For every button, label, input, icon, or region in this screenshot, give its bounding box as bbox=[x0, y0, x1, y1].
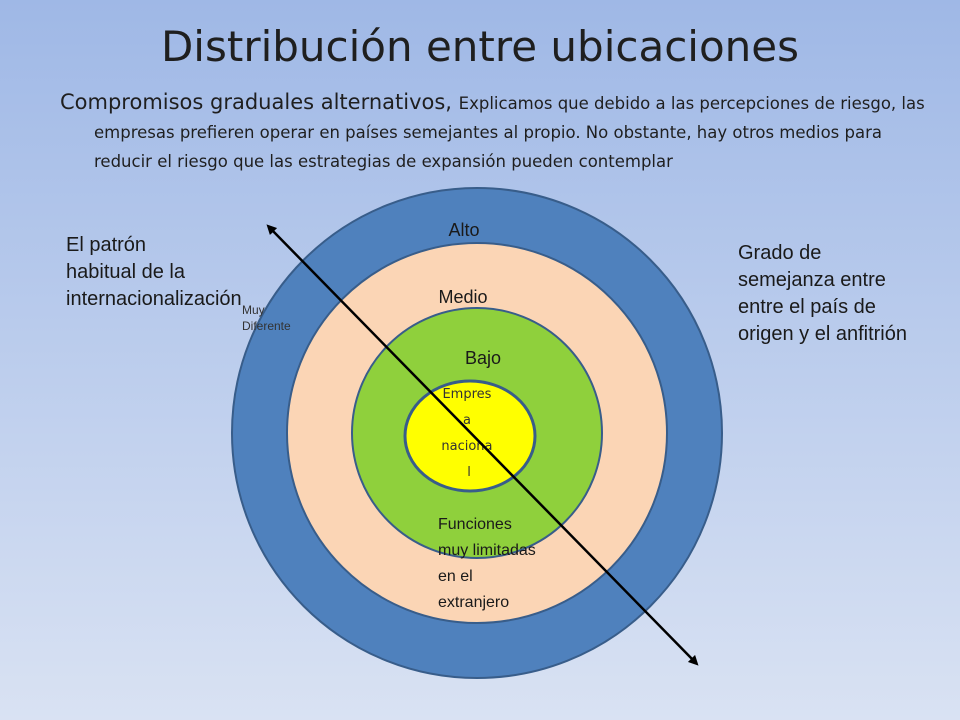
functions-label-line: muy limitadas bbox=[438, 542, 536, 559]
core-label-line: l bbox=[467, 465, 471, 480]
ring-label-bajo: Bajo bbox=[465, 348, 501, 368]
diagonal-arrow bbox=[266, 224, 699, 666]
core-label-line: Empres bbox=[442, 387, 491, 402]
internationalization-pattern-label: El patrón habitual de la internacionaliz… bbox=[66, 234, 242, 310]
ring-label-alto: Alto bbox=[448, 220, 479, 240]
similarity-degree-label: Grado de semejanza entre entre el país d… bbox=[738, 242, 907, 345]
functions-label-line: extranjero bbox=[438, 594, 509, 611]
subtitle-lead: Compromisos graduales alternativos, bbox=[60, 90, 459, 114]
subtitle-body: Explicamos que debido a las percepciones… bbox=[94, 94, 925, 171]
arrow-start-label-line: Muy bbox=[242, 303, 265, 317]
arrow-start-label-line: Diferente bbox=[242, 319, 291, 333]
functions-label-line: Funciones bbox=[438, 516, 512, 533]
subtitle-paragraph: Compromisos graduales alternativos, Expl… bbox=[60, 88, 934, 176]
ring-label-medio: Medio bbox=[438, 287, 487, 307]
functions-label-line: en el bbox=[438, 568, 473, 585]
slide-title: Distribución entre ubicaciones bbox=[160, 22, 800, 71]
